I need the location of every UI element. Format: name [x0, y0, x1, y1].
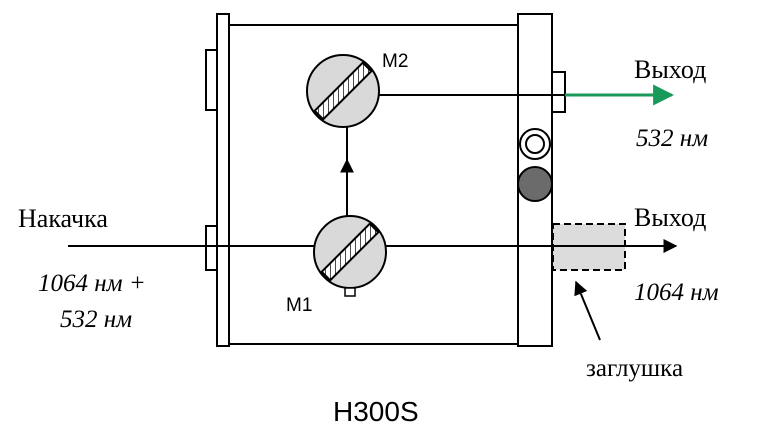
- mirror-m2-label: M2: [382, 51, 408, 72]
- green-output-wavelength: 532 нм: [636, 125, 708, 152]
- left-tab-lower: [205, 225, 218, 271]
- green-output-label: Выход: [634, 55, 706, 84]
- beam-dump-pointer: [574, 280, 601, 341]
- mirror-m1-label: M1: [286, 295, 312, 316]
- ir-output-wavelength: 1064 нм: [634, 279, 719, 306]
- pump-wavelength-line1: 1064 нм +: [38, 270, 146, 297]
- left-tab-upper: [205, 49, 218, 111]
- knob-dark: [517, 166, 553, 202]
- mirror-m1-screw: [344, 287, 356, 297]
- mirror-m2: [306, 54, 380, 128]
- left-rail: [216, 13, 230, 347]
- pump-wavelength-line2: 532 нм: [60, 306, 132, 333]
- knob-outline-inner: [525, 134, 545, 154]
- beams: [68, 84, 678, 341]
- model-name: H300S: [333, 396, 419, 427]
- beam-dump-label: заглушка: [586, 355, 683, 382]
- pump-label: Накачка: [18, 204, 108, 233]
- mirror-m1: [313, 215, 387, 297]
- ir-output-label: Выход: [634, 203, 706, 232]
- mirror-m1-hatch: [321, 223, 379, 281]
- right-tab: [551, 71, 566, 113]
- mirror-m2-hatch: [314, 62, 372, 120]
- knobs: [517, 128, 553, 202]
